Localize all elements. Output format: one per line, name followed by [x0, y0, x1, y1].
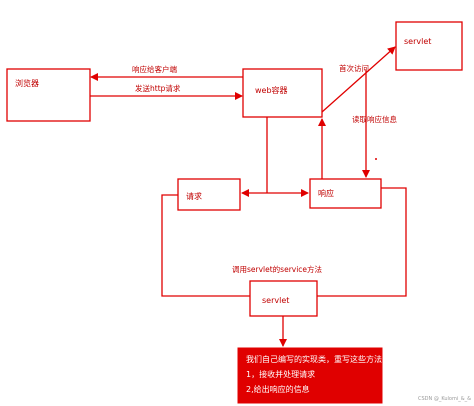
line-request-to-servlet: [161, 194, 250, 297]
note-box: [237, 347, 383, 404]
line-servlet-to-response: [317, 187, 407, 297]
note-line-1: 我们自己编写的实现类，重写这些方法，: [246, 354, 390, 364]
request-label: 请求: [186, 191, 202, 201]
edge-label-read-response: 读取响应信息: [352, 114, 397, 124]
watermark: CSDN @_Kulomi_&_&: [418, 396, 471, 402]
stray-dot: [375, 158, 377, 160]
web-container-box: [242, 68, 323, 118]
arrow-first-visit: [321, 46, 396, 113]
response-box: [309, 178, 382, 209]
browser-label: 浏览器: [15, 78, 39, 88]
edge-label-response-to-client: 响应给客户端: [132, 64, 177, 74]
edge-label-call-service: 调用servlet的service方法: [232, 264, 323, 274]
servlet-top-box: [395, 21, 463, 71]
edge-label-first-visit: 首次访问: [339, 63, 369, 73]
servlet-bottom-label: servlet: [262, 296, 289, 305]
note-line-3: 2,给出响应的信息: [246, 384, 310, 394]
note-line-2: 1，接收并处理请求: [246, 369, 315, 379]
browser-box: [6, 68, 91, 122]
edge-label-send-http-request: 发送http请求: [135, 83, 181, 93]
servlet-top-label: servlet: [404, 37, 431, 46]
web-container-label: web容器: [255, 85, 288, 95]
response-label: 响应: [318, 188, 334, 198]
